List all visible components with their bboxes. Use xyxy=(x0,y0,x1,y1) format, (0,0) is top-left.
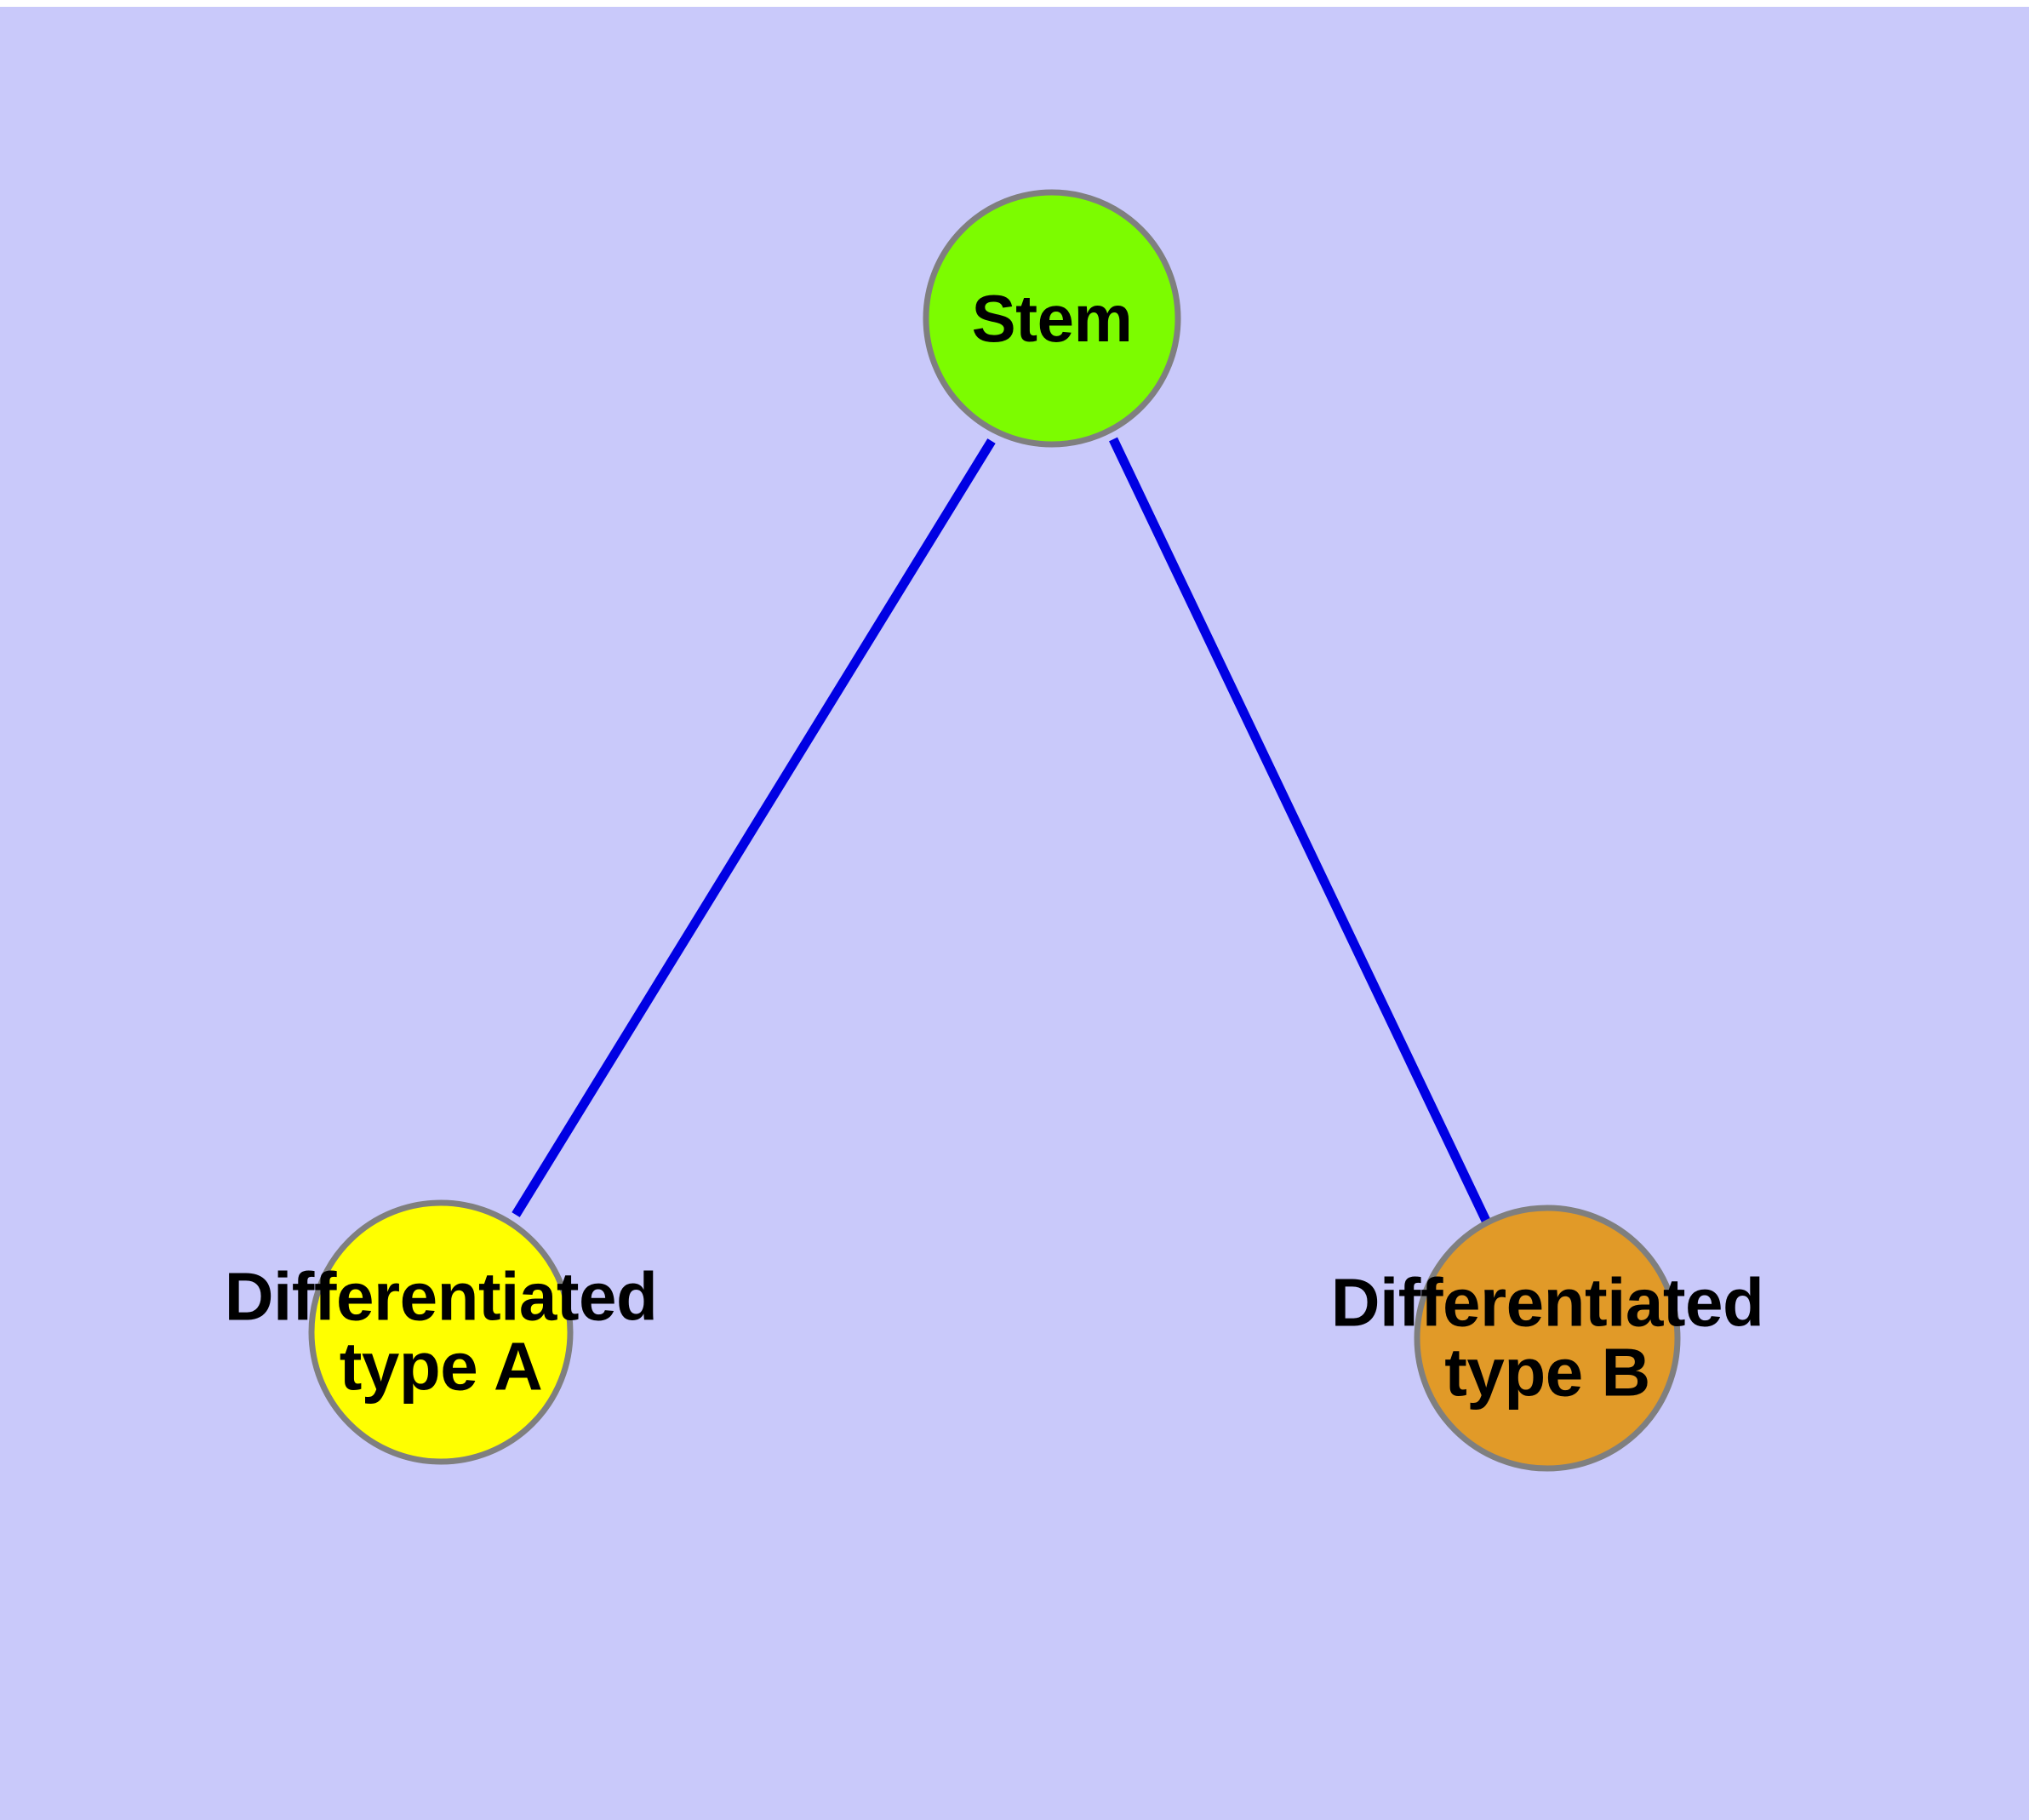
node-circle-diff-b[interactable] xyxy=(1414,1205,1681,1472)
edge-stem-to-diff-a[interactable] xyxy=(512,438,996,1217)
edge-layer xyxy=(512,437,1491,1225)
edge-stem-to-diff-b[interactable] xyxy=(1109,437,1491,1225)
node-layer xyxy=(308,189,1681,1472)
node-circle-diff-a[interactable] xyxy=(308,1199,574,1465)
node-circle-stem[interactable] xyxy=(923,189,1181,448)
